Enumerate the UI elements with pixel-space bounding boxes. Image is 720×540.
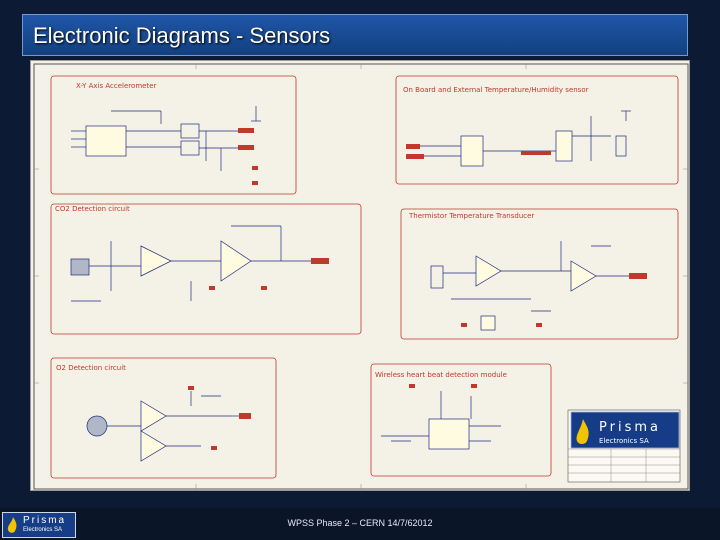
co2-frame: [50, 203, 362, 335]
thermistor-title: Thermistor Temperature Transducer: [408, 212, 534, 220]
title-block: Prisma Electronics SA: [567, 409, 681, 483]
temp-circuit: [411, 110, 631, 167]
footer-logo: Prisma Electronics SA: [2, 512, 76, 538]
footer-bar: [0, 508, 720, 540]
temp-markers: [406, 144, 551, 159]
xy-markers: [238, 128, 258, 185]
schematic-sheet: X-Y Axis Accelerometer On Board and Exte…: [30, 60, 690, 491]
wireless-markers: [409, 384, 477, 388]
title-bar: Electronic Diagrams - Sensors: [22, 14, 688, 56]
thermistor-markers: [461, 273, 647, 327]
temp-frame: [395, 75, 679, 185]
wireless-title: Wireless heart beat detection module: [375, 371, 507, 379]
footer-logo-name: Prisma: [23, 515, 67, 526]
xy-title: X-Y Axis Accelerometer: [76, 82, 156, 90]
o2-frame: [50, 357, 277, 479]
schematic-drawing: X-Y Axis Accelerometer On Board and Exte…: [33, 63, 689, 490]
wireless-circuit: [381, 391, 501, 450]
thermistor-circuit: [430, 241, 631, 331]
xy-frame: [50, 75, 297, 195]
o2-markers: [188, 386, 251, 450]
wireless-frame: [370, 363, 552, 477]
zone-markers: [34, 64, 688, 489]
footer-caption: WPSS Phase 2 – CERN 14/7/62012: [287, 518, 433, 528]
o2-title: O2 Detection circuit: [56, 364, 126, 372]
prisma-logo: [570, 411, 680, 449]
thermistor-frame: [400, 208, 679, 340]
co2-circuit: [70, 225, 311, 302]
co2-markers: [209, 258, 329, 290]
temp-title: On Board and External Temperature/Humidi…: [403, 86, 589, 94]
logo-sub: Electronics SA: [599, 437, 649, 445]
co2-title: CO2 Detection circuit: [55, 205, 130, 213]
o2-circuit: [86, 391, 241, 462]
flame-icon: [576, 419, 589, 444]
slide-title: Electronic Diagrams - Sensors: [33, 23, 331, 48]
flame-icon: [7, 517, 17, 533]
xy-circuit: [71, 106, 261, 171]
logo-name: Prisma: [599, 420, 661, 435]
footer-logo-sub: Electronics SA: [23, 527, 63, 533]
